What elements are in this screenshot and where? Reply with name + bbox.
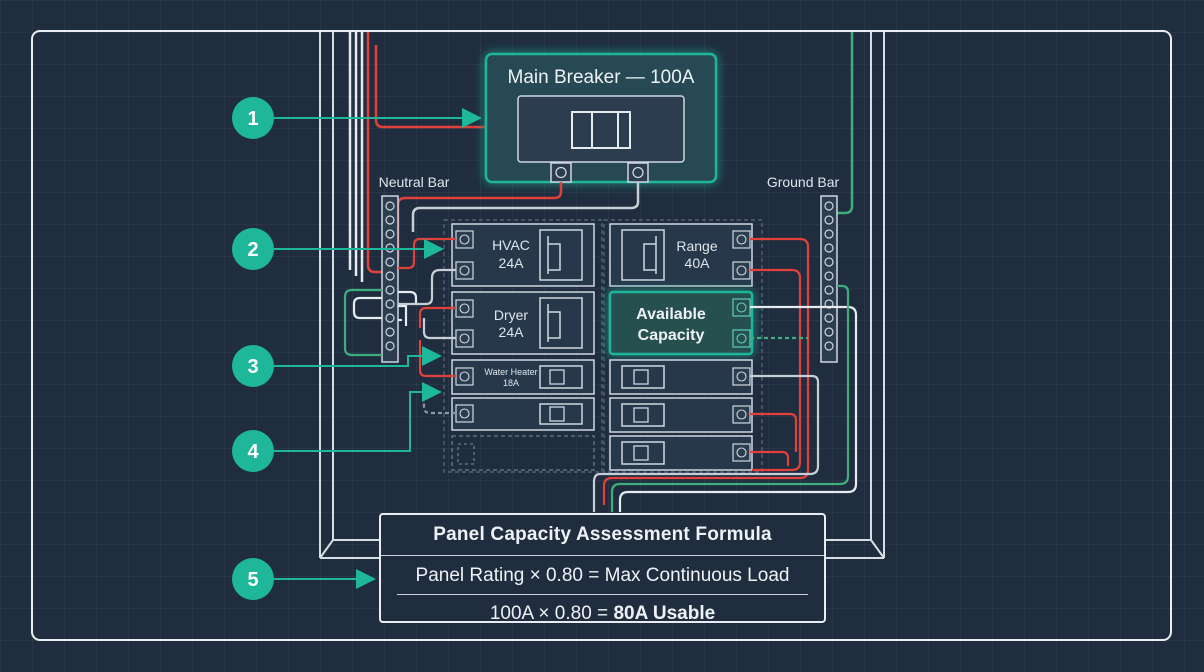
main-breaker — [484, 52, 718, 184]
empty-slot-dashed-terminal — [457, 443, 475, 465]
water-heater-breaker — [451, 359, 595, 395]
marker-1: 1 — [232, 97, 274, 139]
formula-title: Panel Capacity Assessment Formula — [433, 524, 772, 545]
left-load-wires — [398, 237, 456, 415]
marker-5: 5 — [232, 558, 274, 600]
dryer-breaker — [451, 291, 595, 355]
hvac-breaker — [451, 223, 595, 287]
dryer-breaker-amps: 24A — [499, 324, 525, 340]
formula-result: 80A Usable — [613, 603, 716, 624]
ground-bar — [820, 195, 838, 363]
outer-frame — [31, 30, 1172, 641]
formula-calculation: 100A × 0.80 = 80A Usable — [381, 603, 824, 625]
marker-3-number: 3 — [247, 356, 258, 378]
right-load-wires — [592, 237, 858, 512]
water-heater-breaker-amps: 18A — [503, 378, 519, 388]
marker-4: 4 — [232, 430, 274, 472]
formula-rule-text: Panel Rating × 0.80 = Max Continuous Loa… — [415, 565, 790, 586]
hvac-breaker-amps: 24A — [499, 255, 525, 271]
formula-divider — [381, 555, 824, 556]
available-capacity-box — [608, 290, 754, 356]
neutral-bar-label: Neutral Bar — [379, 174, 450, 190]
neutral-bar — [381, 195, 399, 363]
available-capacity-line1: Available — [636, 306, 706, 323]
panel-enclosure — [319, 32, 885, 559]
breaker-area-outline — [443, 219, 763, 473]
range-breaker-name: Range — [676, 238, 717, 254]
empty-slot — [451, 397, 595, 431]
marker-2-number: 2 — [247, 239, 258, 261]
marker-2: 2 — [232, 228, 274, 270]
formula-divider-2 — [397, 594, 808, 595]
formula-box: Panel Capacity Assessment Formula Panel … — [379, 513, 826, 625]
hvac-breaker-name: HVAC — [492, 237, 530, 253]
dryer-breaker-name: Dryer — [494, 307, 529, 323]
water-heater-breaker-name: Water Heater — [484, 367, 537, 377]
empty-slot-dashed — [451, 435, 595, 471]
available-capacity-line2: Capacity — [638, 327, 705, 344]
marker-3: 3 — [232, 345, 274, 387]
range-breaker-amps: 40A — [685, 255, 711, 271]
neutral-branch-wires — [343, 288, 418, 357]
formula-calculation-prefix: 100A × 0.80 = — [489, 603, 614, 624]
main-breaker-label: Main Breaker — 100A — [508, 67, 695, 88]
marker-1-number: 1 — [247, 108, 258, 130]
service-wires — [348, 32, 854, 282]
ground-bar-label: Ground Bar — [767, 174, 840, 190]
marker-5-number: 5 — [247, 569, 258, 591]
range-breaker — [609, 223, 753, 287]
marker-4-number: 4 — [247, 441, 259, 463]
callout-lines — [274, 108, 482, 589]
right-small-breakers — [609, 359, 753, 471]
